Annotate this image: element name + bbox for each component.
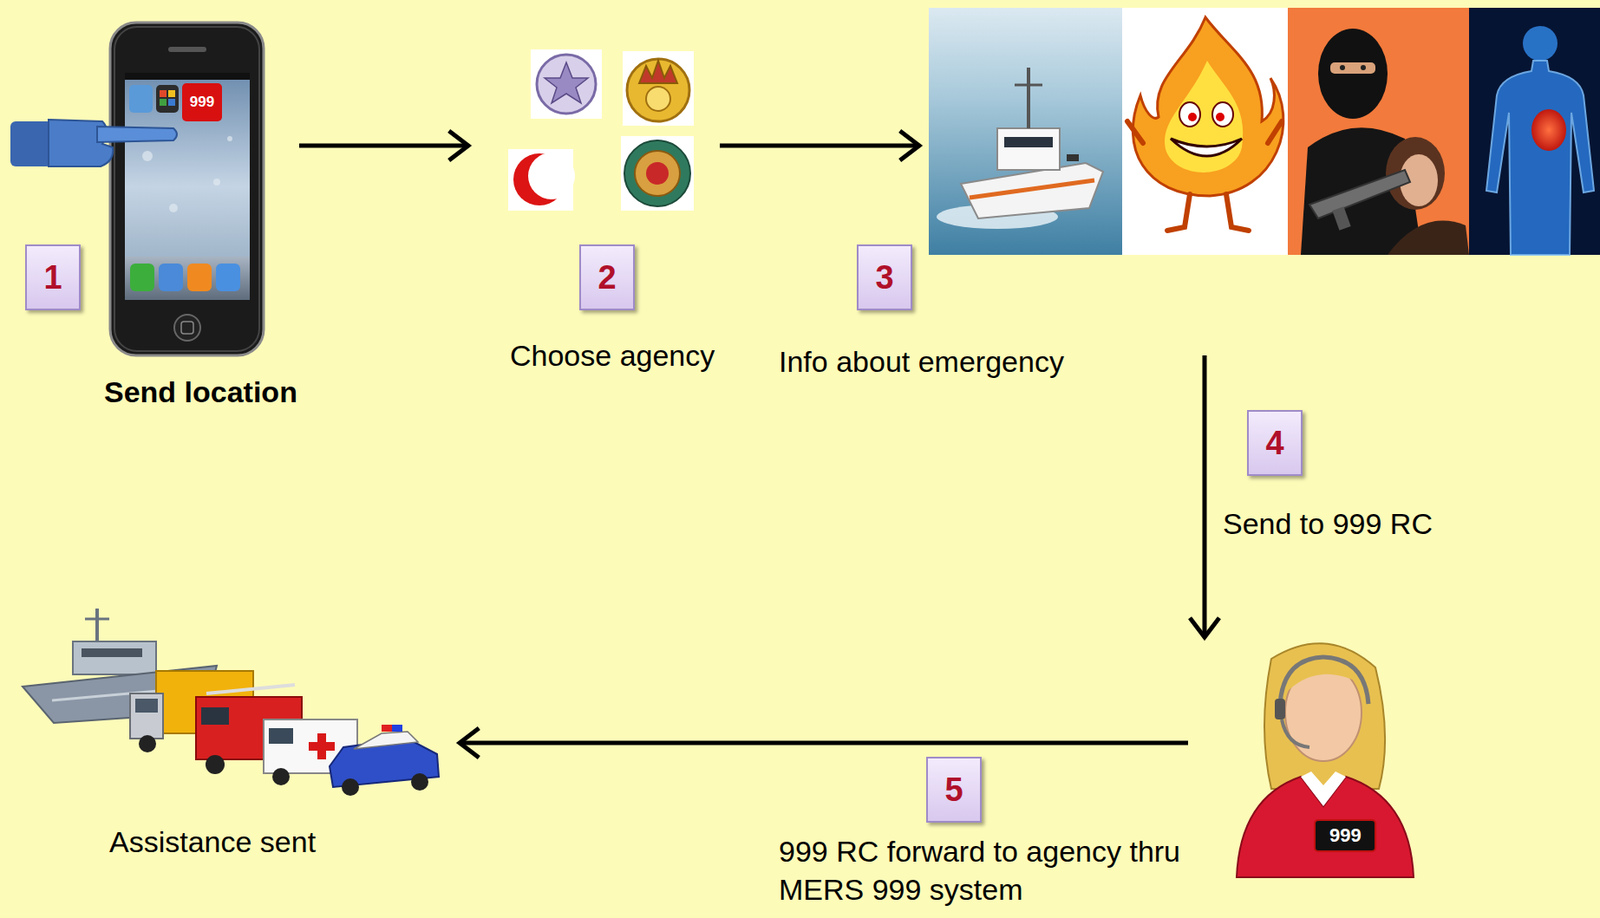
choose-agency-step: Choose agency — [468, 34, 720, 382]
phone-illustration — [110, 22, 264, 356]
edge-label: 999 RC forward to agency thru MERS 999 s… — [778, 832, 1213, 909]
step-caption: Info about emergency — [778, 344, 1065, 379]
arrow-line — [299, 143, 466, 149]
callout-number: 2 — [579, 244, 635, 311]
flow-arrow — [719, 130, 920, 161]
callout-number: 3 — [856, 244, 913, 311]
arrow-head — [1189, 618, 1220, 638]
arrow-line — [462, 741, 1189, 746]
arrow-head — [459, 728, 479, 758]
arrow-head — [900, 130, 920, 161]
emergency-info-step: Info about emergency — [919, 4, 1596, 356]
callout-number: 1 — [25, 244, 81, 311]
arrow-line — [1202, 355, 1208, 635]
assistance-step: Assistance sent — [17, 607, 460, 868]
callout-number: 4 — [1247, 410, 1303, 477]
robber-photo — [1287, 7, 1470, 255]
arrow-line — [719, 143, 917, 149]
callout-number: 5 — [926, 757, 982, 823]
call-centre-operator — [1236, 643, 1414, 878]
human-body-heart — [1469, 7, 1600, 255]
step-caption: Send location — [104, 374, 298, 410]
response-centre-operator: 999 — [1188, 637, 1427, 885]
step-caption: Choose agency — [509, 338, 715, 373]
arrow-head — [449, 130, 469, 161]
flow-arrow — [1189, 355, 1220, 638]
agency-logos — [508, 49, 694, 211]
flow-arrow — [299, 130, 469, 161]
flow-arrow — [459, 728, 1189, 758]
pointing-hand — [10, 119, 177, 167]
edge-label: Send to 999 RC — [1222, 504, 1483, 543]
emergency-vehicles — [22, 608, 439, 797]
badge-text: 999 — [1329, 824, 1362, 848]
step-caption: Assistance sent — [109, 824, 316, 860]
app-icon-label: 999 — [182, 83, 223, 122]
coast-guard-boat-photo — [928, 7, 1123, 255]
fire-cartoon — [1122, 7, 1288, 255]
send-location-step: Send location — [104, 17, 300, 425]
